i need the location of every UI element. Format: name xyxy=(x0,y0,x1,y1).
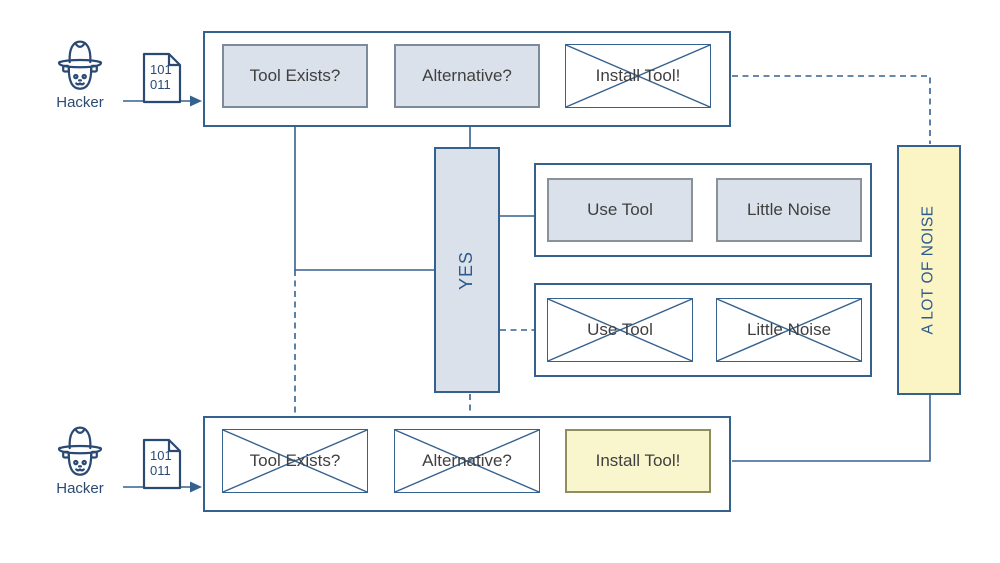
group-bottom-path: Tool Exists? Alternative? Install Tool! xyxy=(203,416,731,512)
file-icon xyxy=(142,52,182,104)
x-mark-icon xyxy=(395,430,539,492)
node-install-tool: Install Tool! xyxy=(565,429,711,493)
yes-box: YES xyxy=(434,147,500,393)
node-label: Install Tool! xyxy=(595,66,681,85)
noise-box: A LOT OF NOISE xyxy=(897,145,961,395)
connector-noise-to-bottomrow xyxy=(732,395,931,462)
yes-label: YES xyxy=(456,250,477,290)
node-label: Little Noise xyxy=(746,320,832,339)
binary-file-text: 101 011 xyxy=(150,62,172,92)
binary-file-top: 101 011 xyxy=(142,52,182,104)
node-label: Use Tool xyxy=(587,200,653,219)
node-use-tool-crossed: Use Tool xyxy=(547,298,693,362)
group-outcome-muted: Use Tool Little Noise xyxy=(534,283,872,377)
node-label: Alternative? xyxy=(422,451,512,470)
group-outcome-active: Use Tool Little Noise xyxy=(534,163,872,257)
node-alternative-crossed: Alternative? xyxy=(394,429,540,493)
node-use-tool: Use Tool xyxy=(547,178,693,242)
node-label: Alternative? xyxy=(422,66,512,85)
node-tool-exists-crossed: Tool Exists? xyxy=(222,429,368,493)
node-alternative: Alternative? xyxy=(394,44,540,108)
binary-line-1: 101 xyxy=(150,448,172,463)
x-mark-icon xyxy=(717,299,861,361)
node-label: Tool Exists? xyxy=(249,66,341,85)
x-mark-icon xyxy=(566,45,710,107)
noise-label: A LOT OF NOISE xyxy=(920,205,937,335)
connector-toolexists-to-yes xyxy=(294,127,434,271)
binary-file-text: 101 011 xyxy=(150,448,172,478)
arrow-bottom-head-icon xyxy=(190,481,202,493)
arrow-top-head-icon xyxy=(190,95,202,107)
hacker-label: Hacker xyxy=(56,94,104,111)
x-mark-icon xyxy=(548,299,692,361)
hacker-icon xyxy=(57,426,103,476)
actor-top: Hacker xyxy=(40,34,120,111)
node-label: Tool Exists? xyxy=(249,451,341,470)
node-label: Use Tool xyxy=(587,320,653,339)
binary-line-2: 011 xyxy=(150,77,171,92)
node-label: Install Tool! xyxy=(595,451,681,470)
binary-file-bottom: 101 011 xyxy=(142,438,182,490)
hacker-label: Hacker xyxy=(56,480,104,497)
hacker-icon xyxy=(57,40,103,90)
node-install-tool-crossed: Install Tool! xyxy=(565,44,711,108)
x-mark-icon xyxy=(223,430,367,492)
actor-bottom: Hacker xyxy=(40,420,120,497)
file-icon xyxy=(142,438,182,490)
binary-line-2: 011 xyxy=(150,463,171,478)
node-little-noise-crossed: Little Noise xyxy=(716,298,862,362)
node-label: Little Noise xyxy=(746,200,832,219)
binary-line-1: 101 xyxy=(150,62,172,77)
node-tool-exists: Tool Exists? xyxy=(222,44,368,108)
group-top-path: Tool Exists? Alternative? Install Tool! xyxy=(203,31,731,127)
node-little-noise: Little Noise xyxy=(716,178,862,242)
connector-toprow-to-noise xyxy=(732,75,931,144)
